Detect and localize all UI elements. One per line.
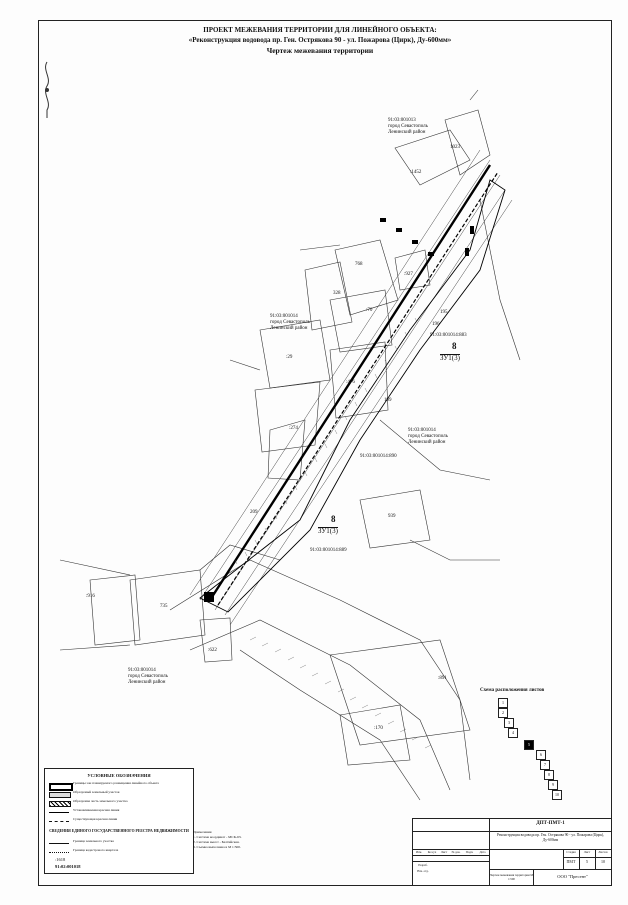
stamp-sheets: 10 bbox=[601, 859, 605, 864]
quarter-1014b-district: Ленинский район bbox=[408, 440, 446, 445]
stamp-drawing-name: Чертеж межевания территории М 1:500 bbox=[490, 873, 533, 881]
parcel-label: :891 bbox=[438, 676, 447, 681]
parcel-label: 195 bbox=[440, 310, 448, 315]
parcel-label: :1452 bbox=[410, 170, 422, 175]
scheme-sheet: 10 bbox=[552, 790, 562, 800]
parcel-label: :29 bbox=[286, 355, 293, 360]
scheme-sheet: 8 bbox=[544, 770, 554, 780]
stamp-role-prov: Нач. отд. bbox=[417, 869, 429, 873]
scheme-sheet: 1 bbox=[498, 698, 508, 708]
note-item: 2. Система высот - Балтийская. bbox=[193, 840, 240, 844]
title-line-2: «Реконструкция водовода пр. Ген. Остряко… bbox=[188, 36, 452, 44]
quarter-1014a-number: 91:03:001014 bbox=[270, 314, 298, 319]
parcel-cadastral-883: 91:03:001014:883 bbox=[430, 333, 467, 338]
parcel-label: :916 bbox=[86, 594, 95, 599]
stamp-role-razrab: Разраб. bbox=[418, 863, 428, 867]
zu-number-b: 8 bbox=[331, 514, 336, 524]
scheme-sheet-current: 5 bbox=[524, 740, 534, 750]
zu-label-b: ЗУ1(3) bbox=[318, 527, 338, 535]
parcel-label: 768 bbox=[355, 262, 363, 267]
quarter-1014c-city: город Севастополь bbox=[128, 674, 168, 679]
stamp-sheet-header: Лист bbox=[583, 850, 591, 854]
stamp-stage: ПМТ bbox=[566, 859, 576, 864]
legend-item: Граница кадастрового квартала bbox=[47, 848, 191, 857]
stamp-organization: ООО "Пресент" bbox=[557, 874, 588, 879]
scheme-sheet: 6 bbox=[536, 750, 546, 760]
parcel-label: 196 bbox=[432, 322, 440, 327]
title-block: ДПТ-ПМТ-1 Реконструкция водовода пр. Ген… bbox=[412, 818, 612, 886]
parcel-cadastral-890: 91:03:001014:890 bbox=[360, 454, 397, 459]
quarter-1013-number: 91:03:001013 bbox=[388, 118, 416, 123]
stamp-project: Реконструкция водовода пр. Ген. Остряков… bbox=[496, 833, 605, 842]
legend-item: Образуемый земельный участок bbox=[47, 790, 191, 799]
title-line-1: ПРОЕКТ МЕЖЕВАНИЯ ТЕРРИТОРИИ ДЛЯ ЛИНЕЙНОГ… bbox=[203, 26, 437, 34]
parcel-label: :274 bbox=[289, 426, 298, 431]
legend-item: Существующая красная линия bbox=[47, 817, 191, 826]
quarter-1013-city: город Севастополь bbox=[388, 124, 428, 129]
scheme-sheet: 3 bbox=[504, 718, 514, 728]
stamp-col-date: Дата bbox=[479, 850, 486, 854]
quarter-1014b-city: город Севастополь bbox=[408, 434, 448, 439]
stamp-col-izm: Изм. bbox=[416, 850, 422, 854]
quarter-1014b-number: 91:03:001014 bbox=[408, 428, 436, 433]
legend-item: Устанавливаемая красная линия bbox=[47, 808, 191, 817]
stamp-col-kol: Кол.уч bbox=[427, 850, 437, 854]
sheet-layout-scheme: Схема расположения листов 1 2 3 4 5 6 7 … bbox=[480, 688, 580, 803]
parcel-label: :170 bbox=[374, 726, 383, 731]
title-line-3: Чертеж межевания территории bbox=[266, 46, 374, 55]
notes-title: Примечания bbox=[193, 830, 212, 834]
legend-subtitle: СВЕДЕНИЯ ЕДИНОГО ГОСУДАРСТВЕННОГО РЕЕСТР… bbox=[49, 829, 189, 833]
quarter-1014c-number: 91:03:001014 bbox=[128, 668, 156, 673]
parcel-label: :476 bbox=[346, 380, 355, 385]
stamp-sheet: 5 bbox=[586, 859, 588, 864]
scheme-sheet: 2 bbox=[498, 708, 508, 718]
parcel-label: 209 bbox=[250, 510, 258, 515]
quarter-1014a-city: город Севастополь bbox=[270, 320, 310, 325]
parcel-label: :622 bbox=[208, 648, 217, 653]
parcel-label: 199 bbox=[384, 398, 392, 403]
notes: Примечания 1. Система координат - МСК-63… bbox=[193, 830, 403, 874]
legend-item: Границы зон планируемого размещения лине… bbox=[47, 781, 191, 791]
scheme-sheet: 4 bbox=[508, 728, 518, 738]
scheme-sheet: 7 bbox=[540, 760, 550, 770]
parcel-label: 735 bbox=[160, 604, 168, 609]
parcel-label: 328 bbox=[333, 291, 341, 296]
scheme-title: Схема расположения листов bbox=[480, 688, 545, 693]
stamp-stage-header: Стадия bbox=[566, 850, 576, 854]
stamp-sheets-header: Листов bbox=[598, 850, 608, 854]
scheme-sheet: 9 bbox=[548, 780, 558, 790]
parcel-label: 939 bbox=[388, 514, 396, 519]
legend-cad-example-1: :1618 bbox=[55, 857, 66, 862]
parcel-cadastral-889: 91:03:001014:889 bbox=[310, 548, 347, 553]
stamp-col-doc: № док. bbox=[451, 850, 461, 854]
quarter-1014a-district: Ленинский район bbox=[270, 326, 308, 331]
quarter-1013-district: Ленинский район bbox=[388, 130, 426, 135]
zu-label-a: ЗУ1(3) bbox=[440, 354, 460, 362]
quarter-1014c-district: Ленинский район bbox=[128, 680, 166, 685]
parcel-label: :70 bbox=[366, 308, 373, 313]
stamp-col-podp: Подп. bbox=[465, 850, 474, 854]
drawing-frame bbox=[38, 20, 612, 886]
stamp-code: ДПТ-ПМТ-1 bbox=[536, 821, 565, 826]
note-item: 1. Система координат - МСК-63. bbox=[193, 835, 242, 839]
legend-cad-example-2: 91:02:001018 bbox=[55, 864, 81, 869]
parcel-label: :927 bbox=[404, 272, 413, 277]
margin-decoration bbox=[45, 61, 49, 118]
parcel-label: 1023 bbox=[450, 145, 460, 150]
legend-title: УСЛОВНЫЕ ОБОЗНАЧЕНИЯ bbox=[87, 773, 151, 778]
legend: УСЛОВНЫЕ ОБОЗНАЧЕНИЯ Границы зон планиру… bbox=[44, 768, 194, 874]
legend-item: Граница земельного участка bbox=[47, 839, 191, 848]
zu-number-a: 8 bbox=[452, 341, 457, 351]
legend-item: Образуемая часть земельного участка bbox=[47, 799, 191, 808]
note-item: 3. Съемка выполнена в М 1:500. bbox=[193, 845, 241, 849]
stamp-col-list: Лист bbox=[440, 850, 448, 854]
